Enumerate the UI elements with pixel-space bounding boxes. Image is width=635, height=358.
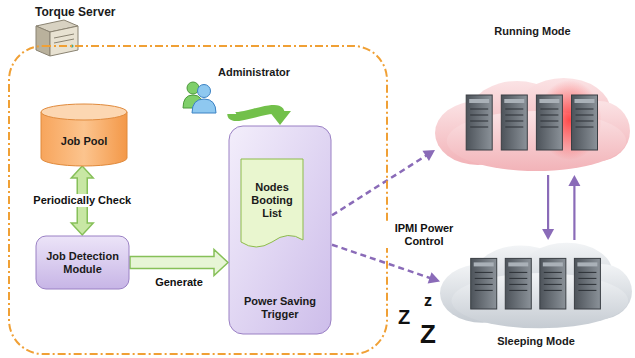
document-shape: Nodes Booting List (240, 158, 304, 250)
node-text: Administrator (218, 66, 290, 79)
torque-server-icon (36, 20, 78, 56)
trigger-box: Power Saving Trigger Nodes Booting List (228, 125, 332, 335)
database-cylinder: Job Pool (40, 104, 128, 166)
sleep-symbol: z (424, 292, 432, 310)
administrator-icon: Administrator (180, 62, 295, 114)
connector (568, 175, 580, 240)
node-text: Torque Server (35, 5, 115, 19)
node-text: Nodes Booting List (247, 181, 297, 220)
connector (232, 109, 291, 125)
edge-label: Periodically Check (31, 194, 133, 207)
server-cloud-outline (435, 75, 630, 175)
sleep-symbol: Z (420, 320, 436, 348)
node-text: Power Saving Trigger (240, 295, 320, 321)
connector (332, 150, 435, 215)
node-text: Sleeping Mode (440, 335, 632, 348)
process-box: Job Detection Module (35, 235, 130, 290)
connector (542, 175, 554, 240)
server-cloud: Sleeping Mode (440, 240, 632, 332)
control-label: IPMI Power Control (384, 222, 464, 248)
node-text: Job Pool (61, 135, 107, 148)
server-cloud-outline (440, 240, 632, 332)
edge-label: Generate (153, 276, 205, 289)
node-text: Running Mode (435, 25, 630, 38)
server-cloud: Running Mode (435, 75, 630, 175)
sleep-symbol: Z (398, 306, 410, 328)
node-text: Job Detection Module (42, 250, 123, 276)
connector (130, 250, 228, 276)
